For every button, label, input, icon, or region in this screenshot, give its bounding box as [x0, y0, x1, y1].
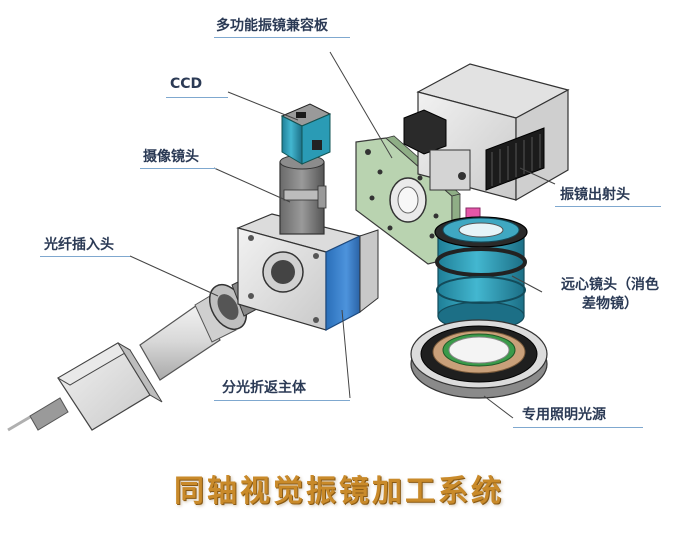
galvo-output-head [403, 63, 570, 202]
underline-ccd [166, 97, 228, 98]
label-telecentric-line1: 远心镜头（消色 [561, 277, 659, 293]
fiber-insertion-head [7, 271, 271, 432]
label-compat-board: 多功能振镜兼容板 [216, 18, 328, 34]
label-telecentric-line2: 差物镜） [582, 296, 638, 312]
underline-beam-body [214, 400, 350, 401]
label-fiber-head: 光纤插入头 [44, 237, 114, 253]
label-ccd: CCD [170, 76, 203, 92]
underline-fiber-head [40, 256, 130, 257]
beam-splitter-body [236, 213, 379, 331]
camera-lens [279, 154, 327, 235]
underline-camera-lens [140, 168, 216, 169]
label-galvo-head: 振镜出射头 [560, 187, 630, 203]
telecentric-lens [434, 207, 528, 331]
label-light-source: 专用照明光源 [522, 407, 606, 423]
label-camera-lens: 摄像镜头 [143, 149, 199, 165]
underline-galvo-head [555, 206, 661, 207]
label-beam-body: 分光折返主体 [222, 380, 306, 396]
leader-lines [129, 51, 556, 419]
label-telecentric-lens: 远心镜头（消色 差物镜） [542, 276, 678, 314]
underline-compat-board [214, 37, 350, 38]
main-title: 同轴视觉振镜加工系统 [174, 474, 504, 509]
dedicated-light-source [410, 319, 548, 399]
underline-light-source [513, 427, 643, 428]
ccd-camera [280, 103, 332, 165]
